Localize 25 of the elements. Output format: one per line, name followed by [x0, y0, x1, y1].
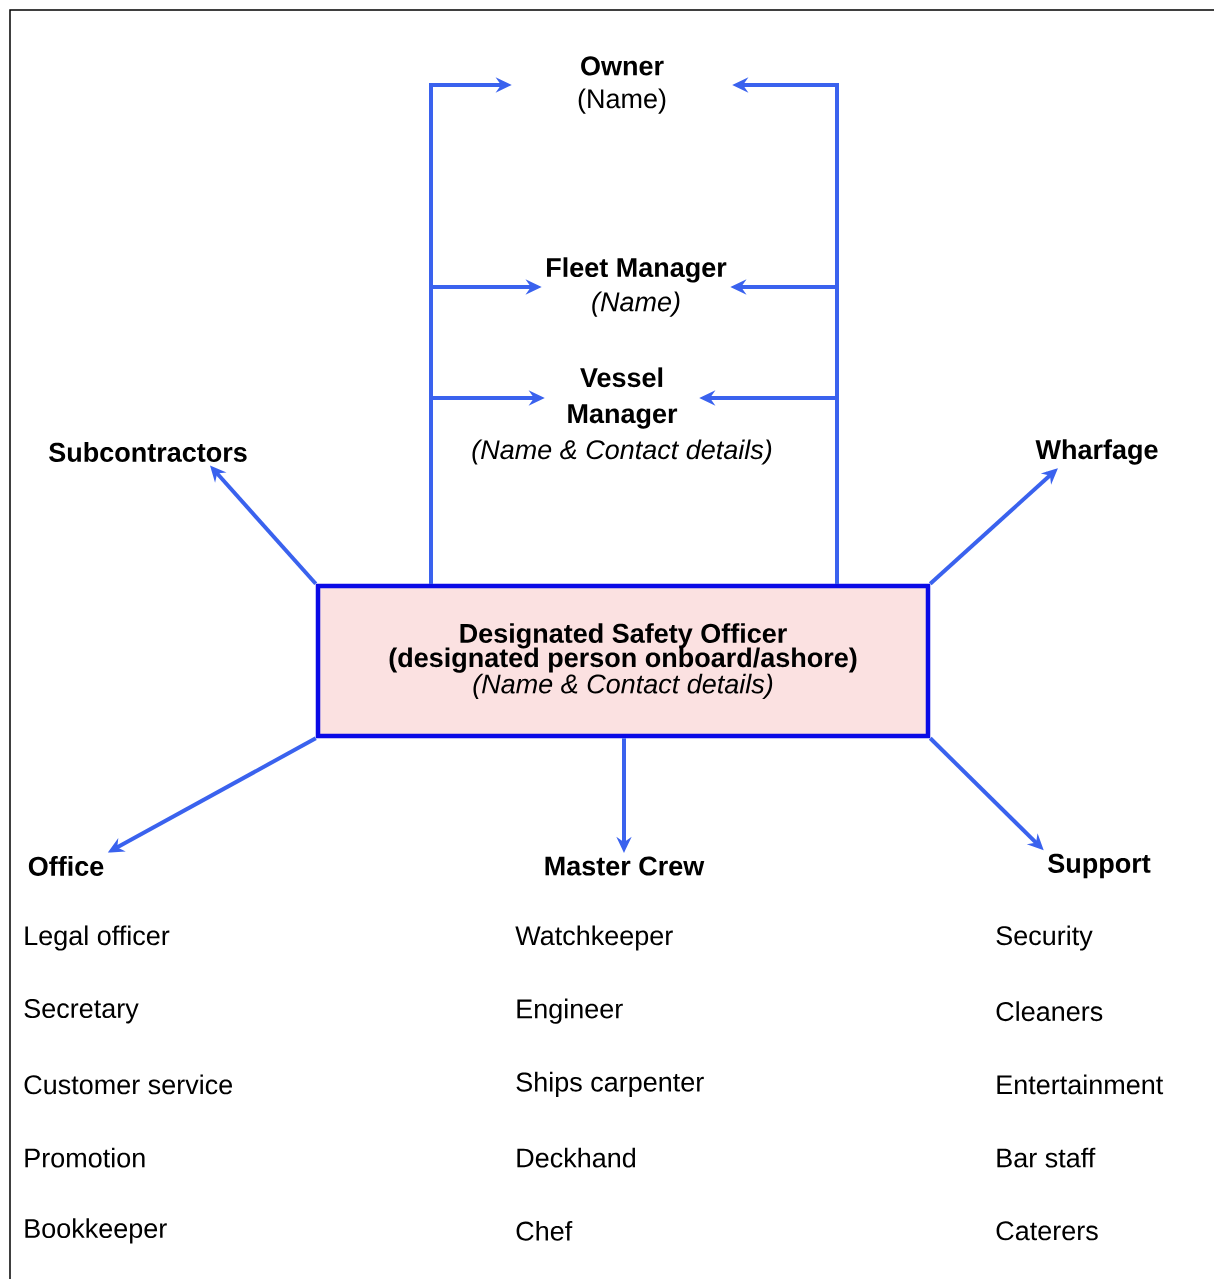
list-item: Security — [996, 925, 1093, 951]
list-item: Promotion — [25, 1147, 145, 1168]
list-item: Caterers — [996, 1221, 1098, 1241]
group-heading: Subcontractors — [49, 442, 247, 462]
role-label: Vessel Manager — [568, 367, 678, 429]
list-item: Legal officer — [25, 925, 170, 951]
list-item: Bookkeeper — [25, 1218, 167, 1244]
role-label: Owner (Name) — [578, 56, 666, 114]
list-item: Ships carpenter — [516, 1071, 704, 1097]
list-item: Customer service — [24, 1074, 232, 1095]
group-heading: Wharfage — [1035, 439, 1158, 465]
role-label: Fleet Manager (Name) — [547, 257, 727, 317]
list-item: Secretary — [24, 999, 139, 1024]
list-item: Engineer — [517, 998, 623, 1024]
list-item: Deckhand — [517, 1147, 636, 1168]
column-heading: Office — [28, 856, 104, 876]
list-item: Entertainment — [997, 1074, 1164, 1095]
column-heading: Master Crew — [545, 856, 705, 876]
column-heading: Support — [1048, 853, 1151, 879]
contact-note: (Name & Contact details) — [472, 439, 772, 465]
list-item: Cleaners — [996, 1001, 1103, 1022]
safety-officer-box: Designated Safety Officer (designated person onboard/ashore) (Name & Contact details) — [315, 583, 931, 739]
list-item: Watchkeeper — [515, 925, 673, 951]
list-item: Bar staff — [997, 1147, 1096, 1168]
list-item: Chef — [516, 1220, 573, 1241]
